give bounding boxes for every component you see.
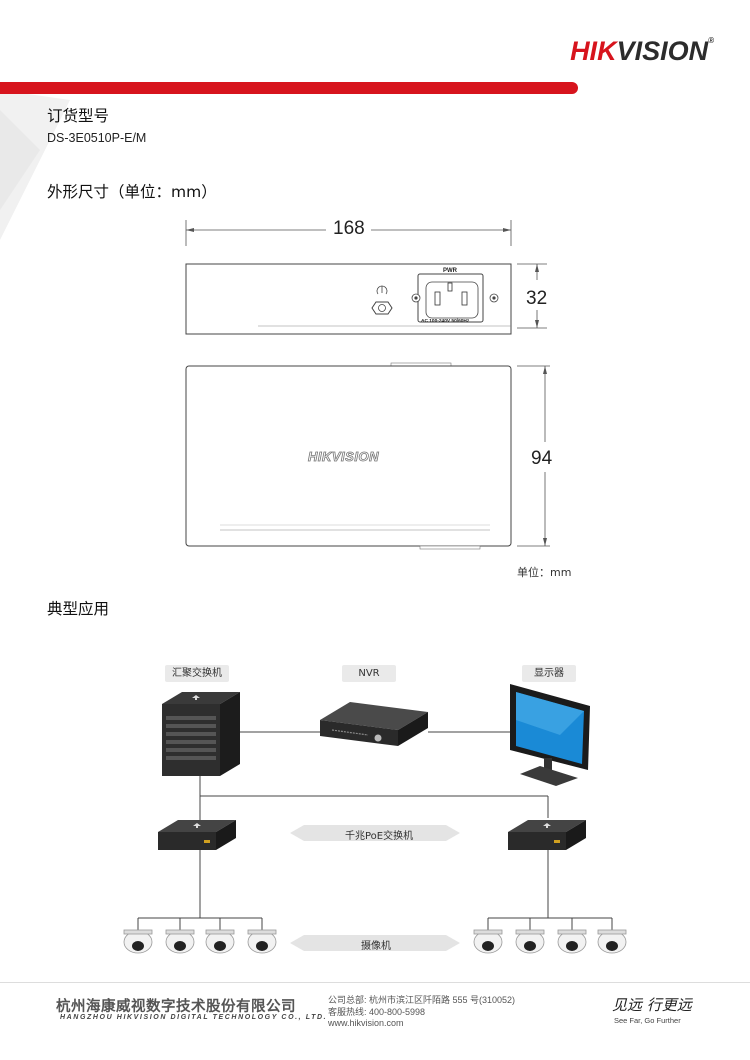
footer-slogan-cn: 见远 行更远	[612, 996, 692, 1014]
footer-address: 公司总部: 杭州市滨江区阡陌路 555 号(310052)	[328, 995, 516, 1005]
background-decoration	[0, 90, 70, 240]
poe-switch-label: 千兆PoE交换机	[345, 831, 414, 842]
footer-company-en: HANGZHOU HIKVISION DIGITAL TECHNOLOGY CO…	[60, 1014, 328, 1021]
footer-website[interactable]: www.hikvision.com	[328, 1018, 404, 1028]
cameras-arrow	[290, 935, 460, 951]
pwr-label: PWR	[443, 268, 457, 274]
depth-value: 94	[531, 448, 553, 469]
device-logo: HIKVISION	[308, 449, 379, 465]
topology-diagram	[123, 684, 627, 954]
footer-contact-info: 公司总部: 杭州市滨江区阡陌路 555 号(310052) 客服热线: 400-…	[328, 995, 515, 1030]
dimensions-title: 外形尺寸（单位：mm）	[47, 183, 217, 201]
application-title: 典型应用	[47, 600, 110, 618]
monitor-icon	[510, 684, 590, 786]
aggregation-switch-label: 汇聚交换机	[165, 665, 229, 682]
footer-slogan-en: See Far, Go Further	[614, 1016, 681, 1025]
poe-switch-right-icon	[508, 820, 586, 850]
height-value: 32	[526, 288, 548, 309]
poe-switch-arrow	[290, 825, 460, 841]
top-view-drawing	[185, 362, 550, 550]
footer-divider	[0, 982, 750, 983]
width-dimension-line	[185, 220, 512, 246]
model-number: DS-3E0510P-E/M	[47, 131, 147, 145]
footer-company-cn: 杭州海康威视数字技术股份有限公司	[56, 999, 296, 1015]
ground-icon	[376, 285, 388, 295]
monitor-label: 显示器	[522, 665, 576, 682]
unit-note: 单位：mm	[517, 566, 572, 579]
cameras-label: 摄像机	[361, 941, 391, 952]
header-red-bar	[0, 82, 578, 94]
hikvision-logo: HIKVISION®	[570, 36, 714, 66]
nvr-label: NVR	[342, 665, 396, 682]
nvr-icon	[320, 702, 428, 746]
width-value: 168	[333, 218, 365, 239]
order-model-title: 订货型号	[47, 107, 110, 125]
footer-hotline: 客服热线: 400-800-5998	[328, 1006, 426, 1017]
poe-switch-left-icon	[158, 820, 236, 850]
camera-icons	[123, 929, 627, 954]
power-spec-label: AC 100-240V 50/60Hz	[421, 319, 470, 324]
aggregation-switch-icon	[162, 692, 240, 776]
front-view-drawing	[185, 263, 547, 335]
